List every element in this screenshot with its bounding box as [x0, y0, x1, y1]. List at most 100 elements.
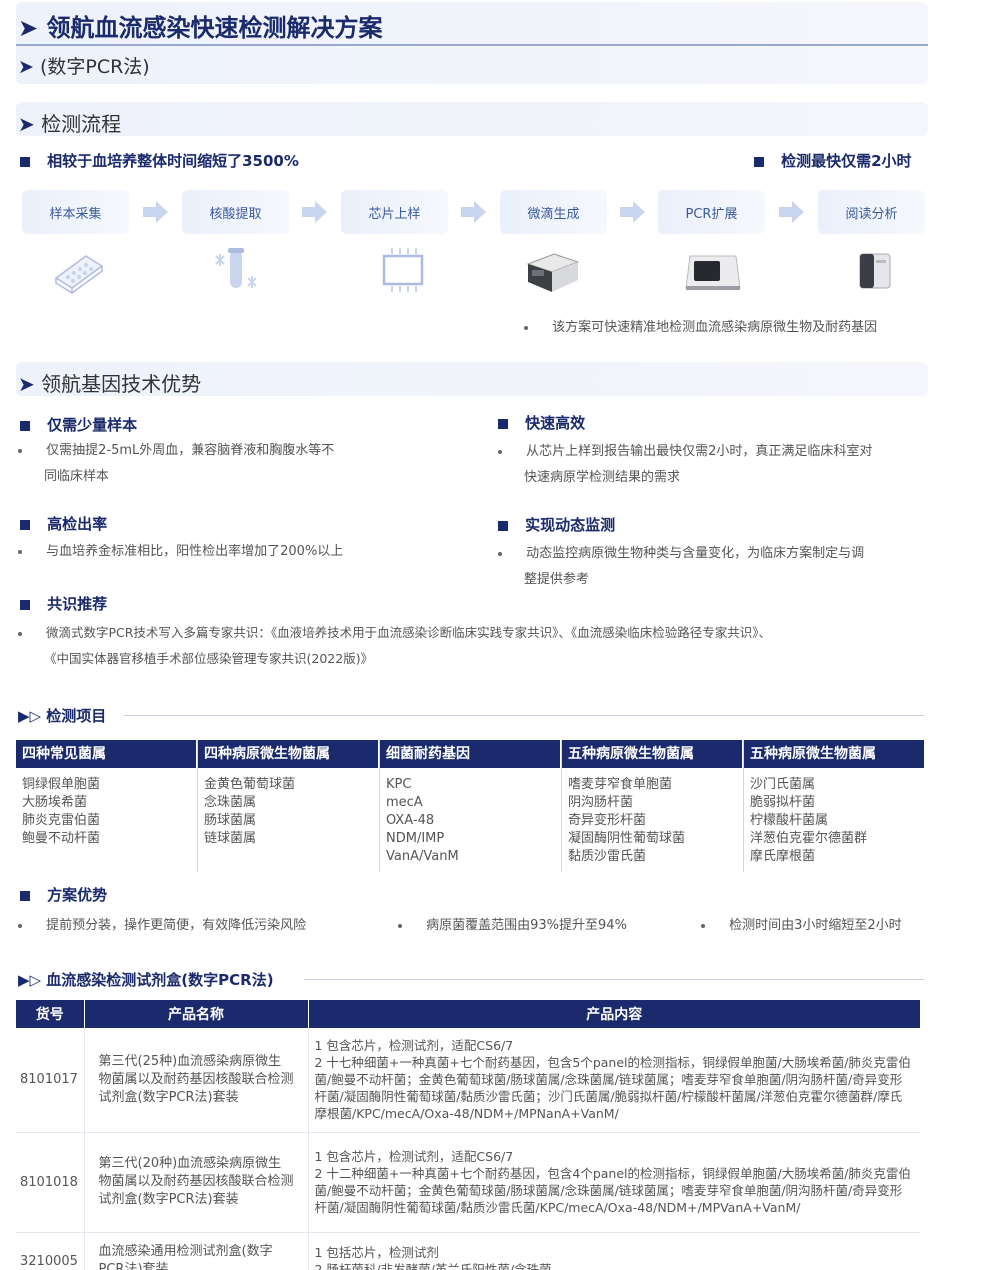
pcr-machine-icon [685, 255, 741, 290]
title-band [16, 2, 928, 84]
advantage-item: 共识推荐 [20, 593, 107, 614]
project-item: 奇异变形杆菌 [568, 813, 647, 828]
kit-content-line: 2 肠杆菌科/非发酵菌/革兰氏阳性菌/念珠菌 [314, 1262, 552, 1270]
kit-content: 1 包括芯片，检测试剂 2 肠杆菌科/非发酵菌/革兰氏阳性菌/念珠菌 [308, 1232, 920, 1270]
bullet-dot-icon [701, 923, 705, 928]
process-step: 芯片上样 [341, 190, 448, 234]
step-arrow-icon [302, 201, 327, 223]
advantage-line: 从芯片上样到报告输出最快仅需2小时，真正满足临床科室对 [526, 444, 873, 459]
advantage-item: 仅需少量样本 [20, 414, 137, 435]
kit-content-line: 1 包括芯片，检测试剂 [314, 1245, 439, 1260]
advantage-item: 快速高效 [498, 412, 585, 433]
bullet-dot-icon [498, 449, 502, 454]
kits-header-name: 产品名称 [83, 1000, 309, 1028]
advantage-title: 实现动态监测 [525, 516, 616, 534]
project-column: 四种病原微生物菌属 金黄色葡萄球菌 念珠菌属 肠球菌属 链球菌属 [198, 740, 378, 872]
dna-tube-icon [215, 248, 257, 288]
advantage-title: 高检出率 [47, 515, 108, 533]
page-subtitle-text: (数字PCR法) [39, 56, 150, 78]
kit-code: 3210005 [16, 1232, 84, 1270]
solution-point-text: 检测时间由3小时缩短至2小时 [729, 918, 902, 933]
process-step: 核酸提取 [182, 190, 289, 234]
advantage-line: 整提供参考 [524, 572, 590, 587]
kit-code: 8101018 [16, 1132, 84, 1233]
process-step: 阅读分析 [818, 190, 925, 234]
chevron-right-icon: ➤ [18, 112, 35, 136]
project-item: 铜绿假单胞菌 [22, 777, 101, 792]
square-bullet-icon [20, 599, 30, 610]
kit-name: 血流感染通用检测试剂盒(数字PCR法)套装 [83, 1232, 309, 1270]
kit-content: 1 包含芯片，检测试剂，适配CS6/7 2 十二种细菌+一种真菌+七个耐药基因，… [308, 1132, 920, 1233]
advantage-item: 实现动态监测 [498, 514, 615, 535]
project-column-header: 四种常见菌属 [16, 740, 196, 768]
solution-point-text: 提前预分装，操作更简便，有效降低污染风险 [46, 918, 307, 933]
solution-title-text: 方案优势 [47, 886, 108, 904]
bullet-dot-icon [18, 631, 22, 636]
projects-section-title: ▶▷ 检测项目 [18, 707, 107, 725]
square-bullet-icon [754, 156, 764, 167]
advantage-title: 仅需少量样本 [47, 416, 138, 434]
project-column-header: 五种病原微生物菌属 [562, 740, 742, 768]
kits-table: 货号 产品名称 产品内容 8101017 第三代(25种)血流感染病原微生物菌属… [16, 1000, 920, 1270]
chip-icon [382, 248, 424, 292]
project-item: KPC [386, 777, 412, 792]
solution-point: 病原菌覆盖范围由93%提升至94% [398, 914, 627, 933]
title-underline [16, 44, 928, 46]
table-row: 3210005 血流感染通用检测试剂盒(数字PCR法)套装 1 包括芯片，检测试… [16, 1232, 920, 1270]
step-arrow-icon [143, 201, 168, 223]
advantage-line: 同临床样本 [44, 469, 110, 484]
bullet-dot-icon [398, 923, 402, 928]
table-row: 8101018 第三代(20种)血流感染病原微生物菌属以及耐药基因核酸联合检测试… [16, 1132, 920, 1233]
square-bullet-icon [498, 418, 508, 429]
process-right-point-text: 检测最快仅需2小时 [781, 152, 912, 170]
project-column: 四种常见菌属 铜绿假单胞菌 大肠埃希菌 肺炎克雷伯菌 鲍曼不动杆菌 [16, 740, 196, 872]
project-item: 金黄色葡萄球菌 [204, 777, 296, 792]
square-bullet-icon [20, 890, 30, 901]
process-note: 该方案可快速精准地检测血流感染病原微生物及耐药基因 [524, 316, 877, 335]
page-subtitle: ➤ (数字PCR法) [18, 52, 150, 79]
project-item: 柠檬酸杆菌属 [750, 813, 829, 828]
advantage-desc: 从芯片上样到报告输出最快仅需2小时，真正满足临床科室对 快速病原学检测结果的需求 [498, 439, 872, 491]
bullet-dot-icon [18, 448, 22, 453]
advantages-band [16, 362, 928, 396]
project-item: mecA [386, 795, 423, 810]
project-item: 肺炎克雷伯菌 [22, 813, 101, 828]
process-right-point: 检测最快仅需2小时 [754, 150, 912, 171]
project-column-header: 四种病原微生物菌属 [198, 740, 378, 768]
bullet-dot-icon [498, 551, 502, 556]
chevron-right-icon: ➤ [18, 14, 39, 42]
advantage-desc: 与血培养金标准相比，阳性检出率增加了200%以上 [18, 539, 343, 565]
page-title: ➤ 领航血流感染快速检测解决方案 [18, 8, 382, 43]
project-item: 洋葱伯克霍尔德菌群 [750, 831, 868, 846]
project-column-header: 五种病原微生物菌属 [744, 740, 924, 768]
chevron-right-icon: ➤ [18, 56, 34, 78]
page-title-text: 领航血流感染快速检测解决方案 [46, 14, 383, 42]
square-bullet-icon [20, 420, 30, 431]
advantages-section-title-text: 领航基因技术优势 [41, 372, 202, 396]
column-divider [197, 740, 198, 872]
kit-name: 第三代(25种)血流感染病原微生物菌属以及耐药基因核酸联合检测试剂盒(数字PCR… [83, 1028, 309, 1133]
step-arrow-icon [779, 201, 804, 223]
column-divider [743, 740, 744, 872]
solution-title: 方案优势 [20, 884, 107, 905]
project-item: 肠球菌属 [204, 813, 257, 828]
project-item: 沙门氏菌属 [750, 777, 816, 792]
bullet-dot-icon [18, 923, 22, 928]
project-item: 鲍曼不动杆菌 [22, 831, 101, 846]
process-note-text: 该方案可快速精准地检测血流感染病原微生物及耐药基因 [552, 320, 878, 335]
advantage-desc: 仅需抽提2-5mL外周血，兼容脑脊液和胸腹水等不 同临床样本 [18, 438, 334, 490]
project-column: 五种病原微生物菌属 嗜麦芽窄食单胞菌 阴沟肠杆菌 奇异变形杆菌 凝固酶阴性葡萄球… [562, 740, 742, 872]
project-column-body: 金黄色葡萄球菌 念珠菌属 肠球菌属 链球菌属 [198, 768, 378, 872]
advantage-item: 高检出率 [20, 513, 107, 534]
advantage-line: 动态监控病原微生物种类与含量变化，为临床方案制定与调 [526, 546, 865, 561]
solution-point: 检测时间由3小时缩短至2小时 [701, 914, 902, 933]
project-column-header: 细菌耐药基因 [380, 740, 560, 768]
kit-content-line: 2 十二种细菌+一种真菌+七个耐药基因，包含4个panel的检测指标，铜绿假单胞… [314, 1166, 911, 1215]
project-item: 脆弱拟杆菌 [750, 795, 816, 810]
project-item: NDM/IMP [386, 831, 445, 846]
advantage-line: 微滴式数字PCR技术写入多篇专家共识：《血液培养技术用于血流感染诊断临床实践专家… [45, 625, 771, 640]
project-item: 念珠菌属 [204, 795, 257, 810]
kit-content-line: 1 包含芯片，检测试剂，适配CS6/7 [314, 1038, 514, 1054]
column-divider [379, 740, 380, 872]
column-divider [561, 740, 562, 872]
